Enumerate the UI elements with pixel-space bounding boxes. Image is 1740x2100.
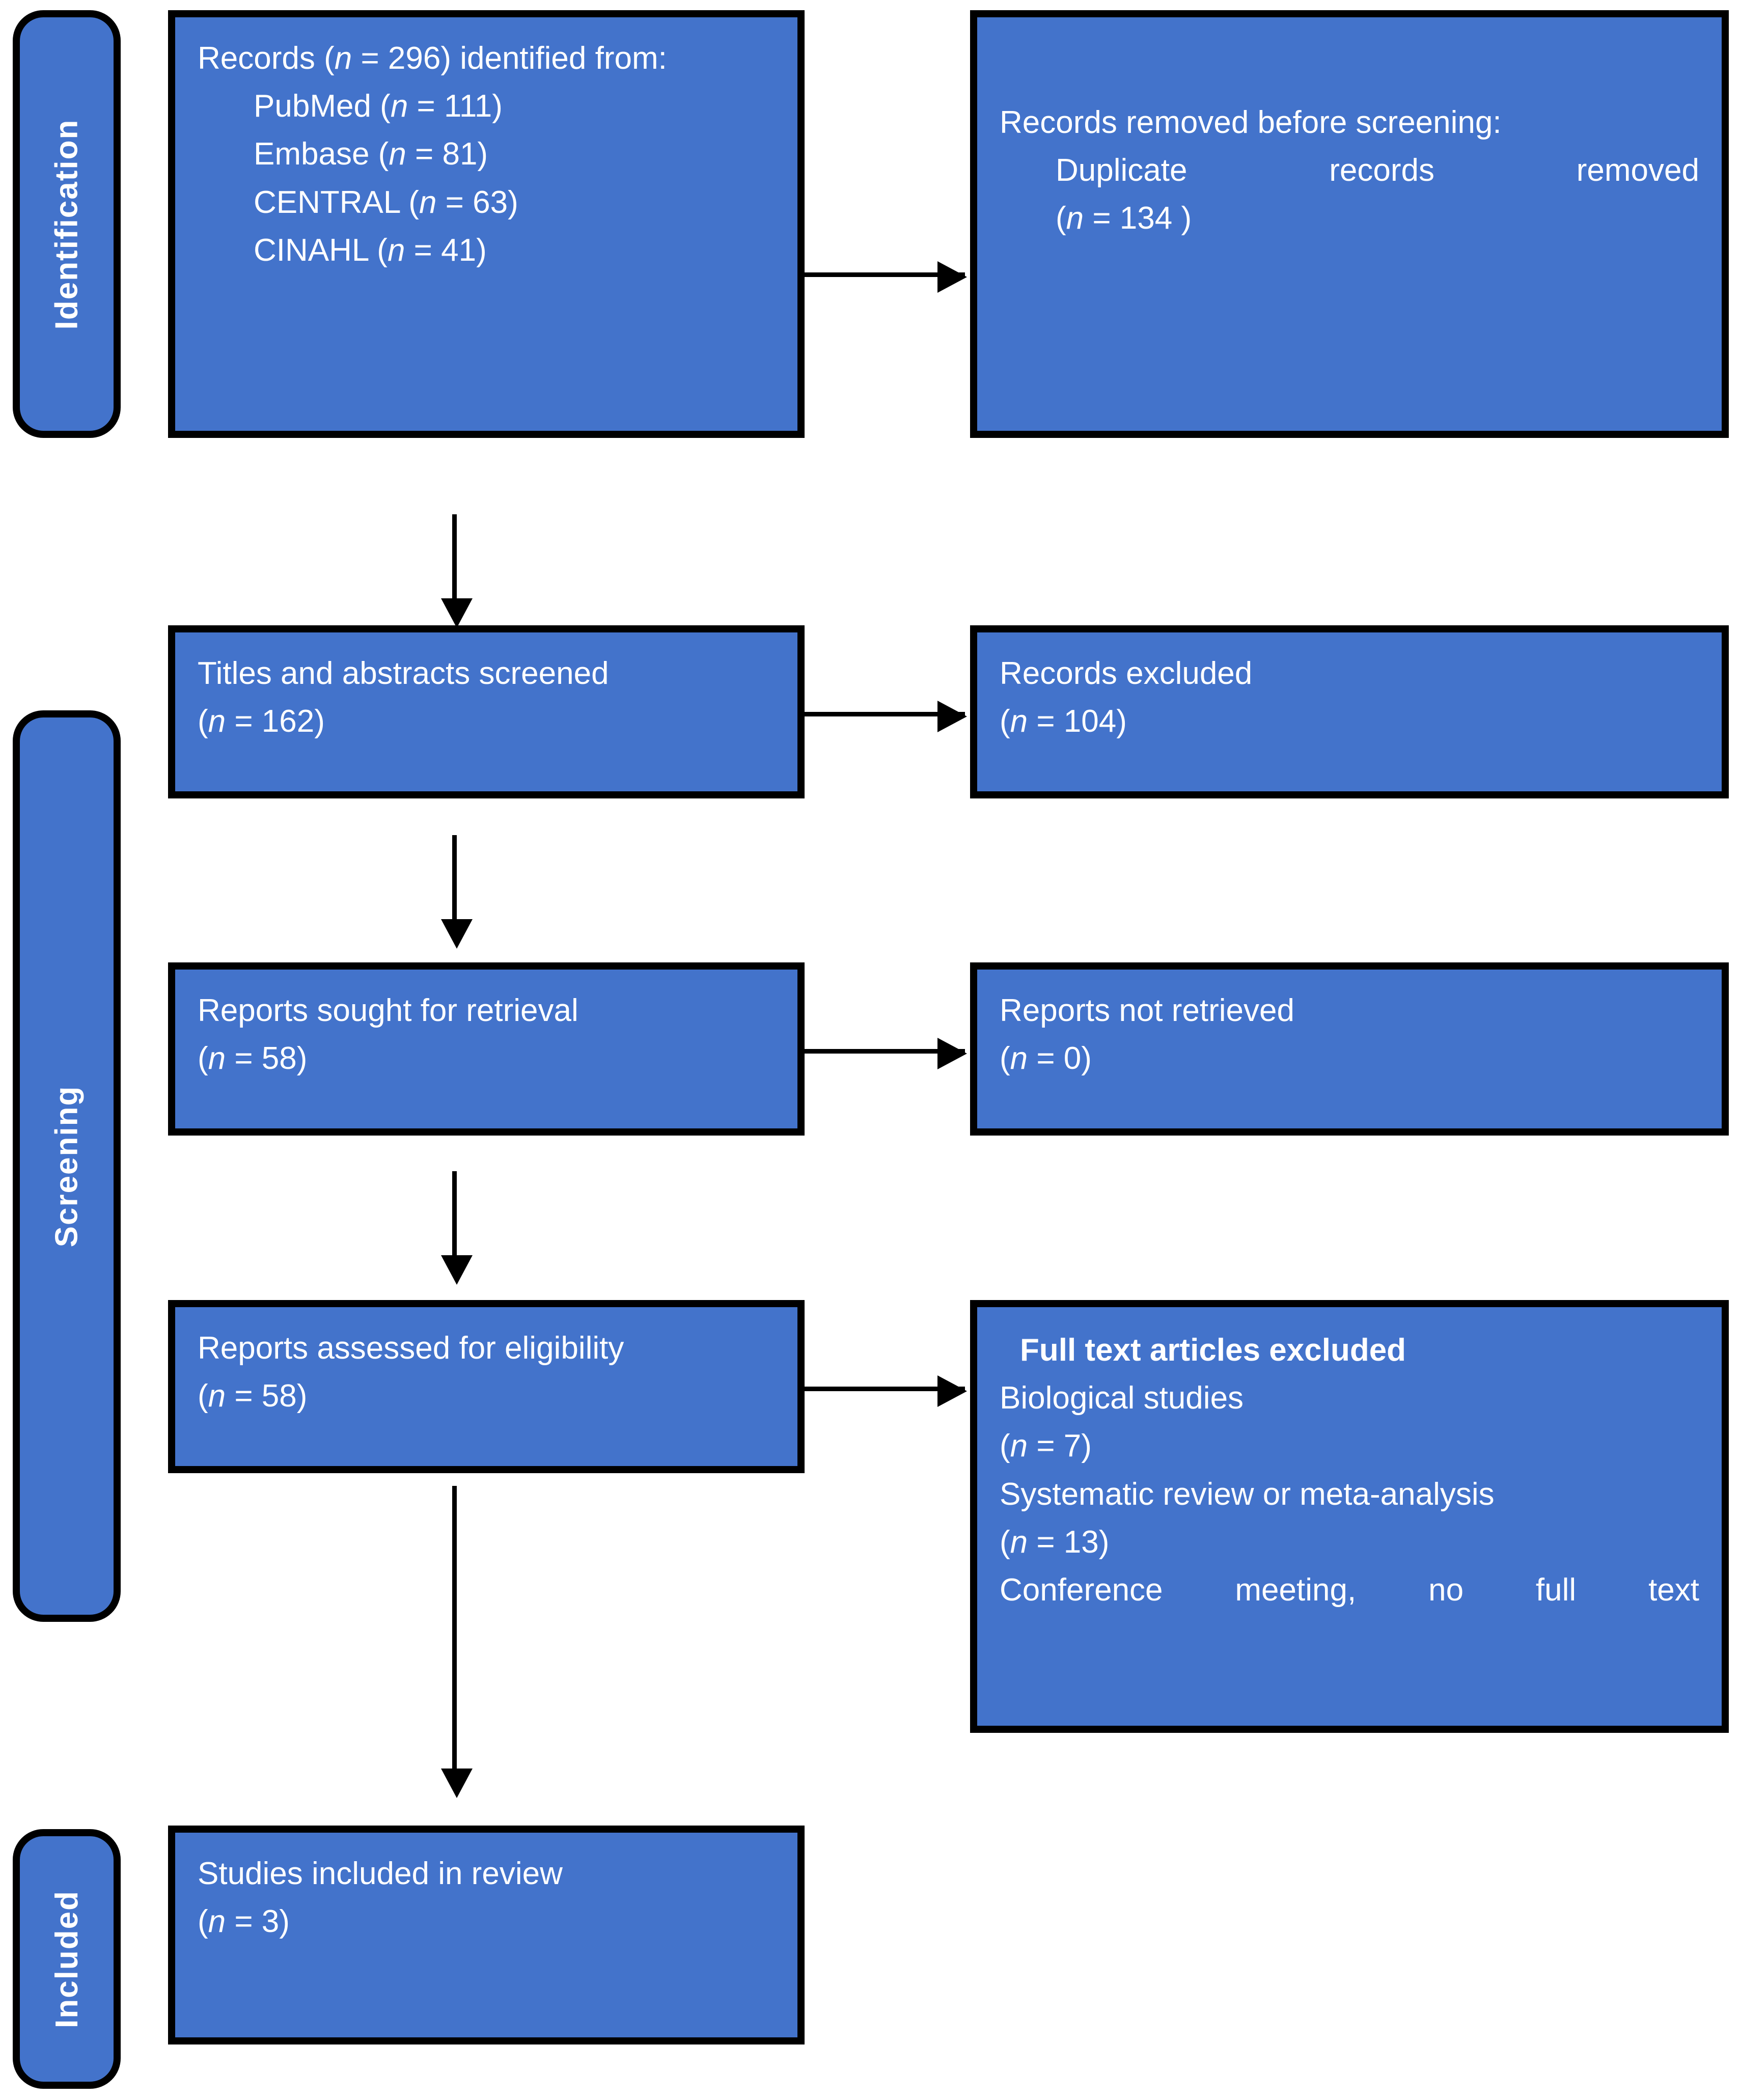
stage-label-screening: Screening [49, 1085, 85, 1247]
box-line: CINAHL (n = 41) [254, 232, 487, 268]
box-line: Duplicate records removed [1056, 153, 1699, 188]
box-line: Studies included in review [198, 1856, 563, 1891]
box-line: (n = 58) [198, 1378, 308, 1414]
box-line: Records (n = 296) identified from: [198, 41, 667, 76]
box-line: (n = 3) [198, 1904, 290, 1940]
box-line: Records excluded [1000, 656, 1253, 691]
box-titles-abstracts-screened: Titles and abstracts screened (n = 162) [168, 625, 805, 798]
box-reports-assessed-for-eligibility: Reports assessed for eligibility (n = 58… [168, 1300, 805, 1473]
box-line: Systematic review or meta-analysis [1000, 1476, 1495, 1512]
arrow-identified-to-screened [441, 514, 473, 628]
arrow-sought-to-assessed [441, 1171, 473, 1285]
stage-pill-screening: Screening [13, 710, 121, 1622]
box-line: Reports not retrieved [1000, 993, 1294, 1028]
box-line: CENTRAL (n = 63) [254, 184, 518, 220]
box-line: (n = 58) [198, 1041, 308, 1076]
box-line: Embase (n = 81) [254, 136, 488, 172]
box-line: (n = 0) [1000, 1041, 1092, 1076]
stage-label-identification: Identification [49, 119, 85, 329]
box-records-removed: Records removed before screening: Duplic… [970, 10, 1729, 438]
arrow-assessed-to-included [441, 1486, 473, 1798]
box-line: (n = 7) [1000, 1428, 1092, 1464]
box-line-heading: Full text articles excluded [1020, 1333, 1406, 1368]
box-records-excluded: Records excluded (n = 104) [970, 625, 1729, 798]
box-reports-sought-for-retrieval: Reports sought for retrieval (n = 58) [168, 962, 805, 1136]
box-line: Titles and abstracts screened [198, 656, 609, 691]
arrow-sought-to-not-retrieved [805, 1038, 967, 1069]
arrow-screened-to-excluded [805, 701, 967, 732]
box-line: Reports assessed for eligibility [198, 1331, 624, 1366]
stage-pill-identification: Identification [13, 10, 121, 438]
box-records-identified: Records (n = 296) identified from: PubMe… [168, 10, 805, 438]
box-studies-included-in-review: Studies included in review (n = 3) [168, 1826, 805, 2044]
box-line: Conference meeting, no full text [1000, 1572, 1699, 1608]
box-fulltext-articles-excluded: Full text articles excluded Biological s… [970, 1300, 1729, 1733]
box-line: PubMed (n = 111) [254, 89, 503, 124]
box-line: (n = 162) [198, 704, 325, 739]
stage-label-included: Included [49, 1890, 85, 2028]
box-line: (n = 134 ) [1056, 201, 1192, 236]
arrow-screened-to-sought [441, 835, 473, 949]
box-line: Records removed before screening: [1000, 105, 1502, 140]
arrow-assessed-to-fulltext-excluded [805, 1375, 967, 1407]
box-line: (n = 13) [1000, 1524, 1110, 1560]
box-line: Biological studies [1000, 1380, 1244, 1416]
box-line: (n = 104) [1000, 704, 1127, 739]
arrow-identified-to-removed [805, 261, 967, 293]
stage-pill-included: Included [13, 1829, 121, 2089]
box-reports-not-retrieved: Reports not retrieved (n = 0) [970, 962, 1729, 1136]
box-line: Reports sought for retrieval [198, 993, 578, 1028]
